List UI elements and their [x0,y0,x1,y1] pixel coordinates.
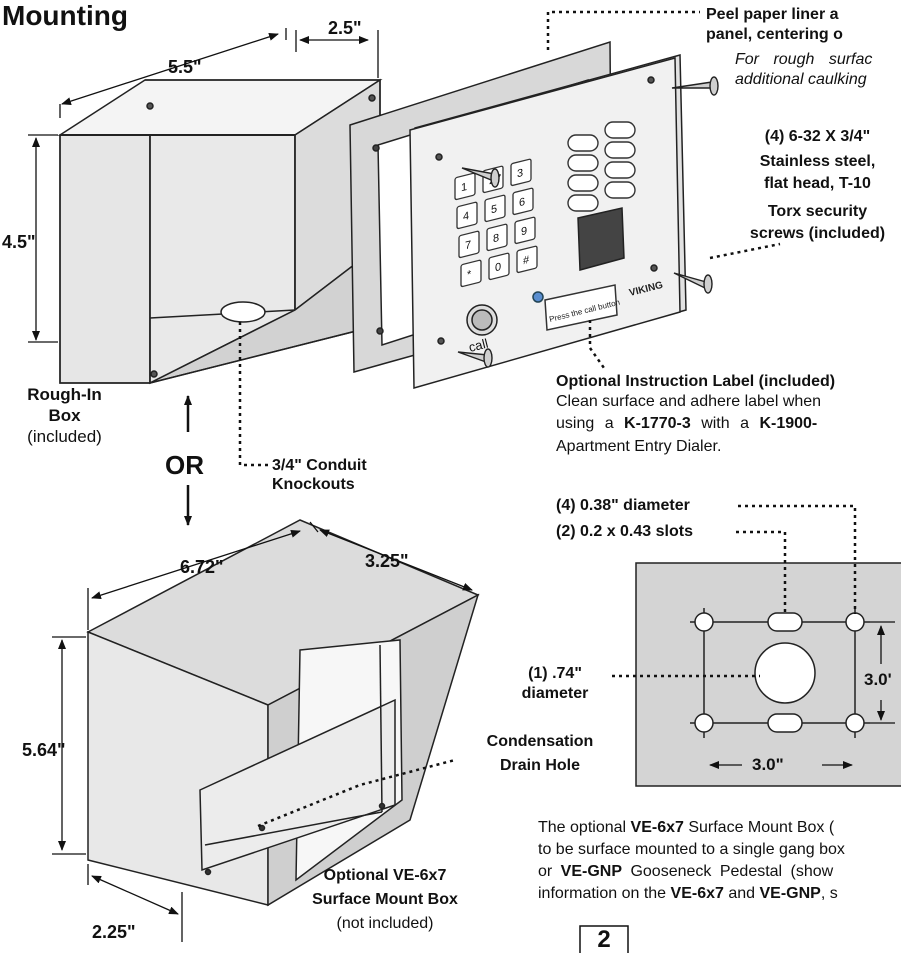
keypad-key: 1 [454,172,476,201]
surface-depth-dim: 3.25" [365,551,409,571]
peel-note-3: For rough surfac [735,51,873,68]
bottom-text-4: information on the VE-6x7 and VE-GNP, s [538,885,838,902]
keypad-key: 4 [456,201,478,230]
holes-diameter-label: (4) 0.38" diameter [556,497,690,514]
surface-bottom-dim: 2.25" [92,922,136,942]
rough-in-box [57,78,383,385]
keypad-key-label: 7 [465,239,471,252]
instruction-heading: Optional Instruction Label (included) [556,373,836,390]
faceplate [409,54,687,389]
call-text: call [467,336,490,355]
surface-width-dim: 6.72" [180,557,224,577]
surface-box-label-2: Surface Mount Box [312,891,458,908]
center-hole-label-2: diameter [521,685,589,702]
surface-box-label-3: (not included) [336,915,434,932]
keypad-key-label: 5 [491,203,497,216]
instruction-line-1: Clean surface and adhere label when [556,393,822,410]
screw-icon [457,76,719,368]
drain-hole-label-1: Condensation [486,733,594,750]
rough-height-dim: 4.5" [2,232,36,252]
keypad-key-label: 3 [517,167,523,180]
drain-hole-label-2: Drain Hole [499,757,580,774]
rough-width-dim: 5.5" [168,57,202,77]
keypad-key-label: 9 [521,225,527,238]
keypad-key-label: 8 [493,232,499,245]
keypad-key: # [516,245,538,274]
bottom-text-2: to be surface mounted to a single gang b… [538,841,845,858]
keypad-key: 3 [510,158,532,187]
keypad-key: * [460,259,482,288]
screws-label-3: flat head, T-10 [764,175,871,192]
hole-pattern-plate [635,562,901,787]
keypad-key: 7 [458,230,480,259]
rough-in-label-2: Box [48,406,81,425]
or-label: OR [165,450,204,480]
page-number: 2 [597,926,611,953]
keypad-key: 0 [488,252,510,281]
keypad-key: 8 [486,223,508,252]
vertical-spacing-dim: 3.0' [864,670,892,689]
surface-box-label-1: Optional VE-6x7 [323,867,447,884]
keypad-key: 6 [512,187,534,216]
instruction-line-2: using a K-1770-3 with a K-1900- [556,415,818,432]
rough-depth-dim: 2.5" [328,18,362,38]
keypad-key-label: 6 [519,196,525,209]
screws-label-5: screws (included) [749,225,886,242]
page-title: Mounting [2,0,128,31]
screws-label-4: Torx security [767,203,868,220]
keypad-key-label: * [467,268,472,281]
conduit-label-2: Knockouts [272,476,355,493]
surface-mount-box [86,519,480,907]
surface-height-dim: 5.64" [22,740,66,760]
keypad-key: 5 [484,194,506,223]
bottom-text-1: The optional VE-6x7 Surface Mount Box ( [538,819,835,836]
horizontal-spacing-dim: 3.0" [752,755,784,774]
bottom-text-3: or VE-GNP Gooseneck Pedestal (show [538,863,834,880]
peel-note-4: additional caulking [735,71,867,88]
screws-label-2: Stainless steel, [759,153,876,170]
page-number-box [579,925,629,953]
keypad-key-label: 0 [495,261,501,274]
keypad-key-label: 4 [463,210,469,223]
keypad-key-label: # [523,254,530,268]
peel-note-1: Peel paper liner a [706,6,839,23]
holes-slots-label: (2) 0.2 x 0.43 slots [556,523,693,540]
center-hole-label-1: (1) .74" [528,665,582,682]
keypad-key: 9 [514,216,536,245]
keypad-key-label: 1 [461,181,467,194]
rough-in-label-3: (included) [27,427,102,446]
peel-note-2: panel, centering o [706,26,843,43]
keypad: 123456789*0# [454,158,538,288]
rough-in-label-1: Rough-In [27,385,102,404]
screws-label-1: (4) 6-32 X 3/4" [764,128,871,145]
conduit-label-1: 3/4" Conduit [272,457,367,474]
instruction-line-3: Apartment Entry Dialer. [556,438,722,455]
